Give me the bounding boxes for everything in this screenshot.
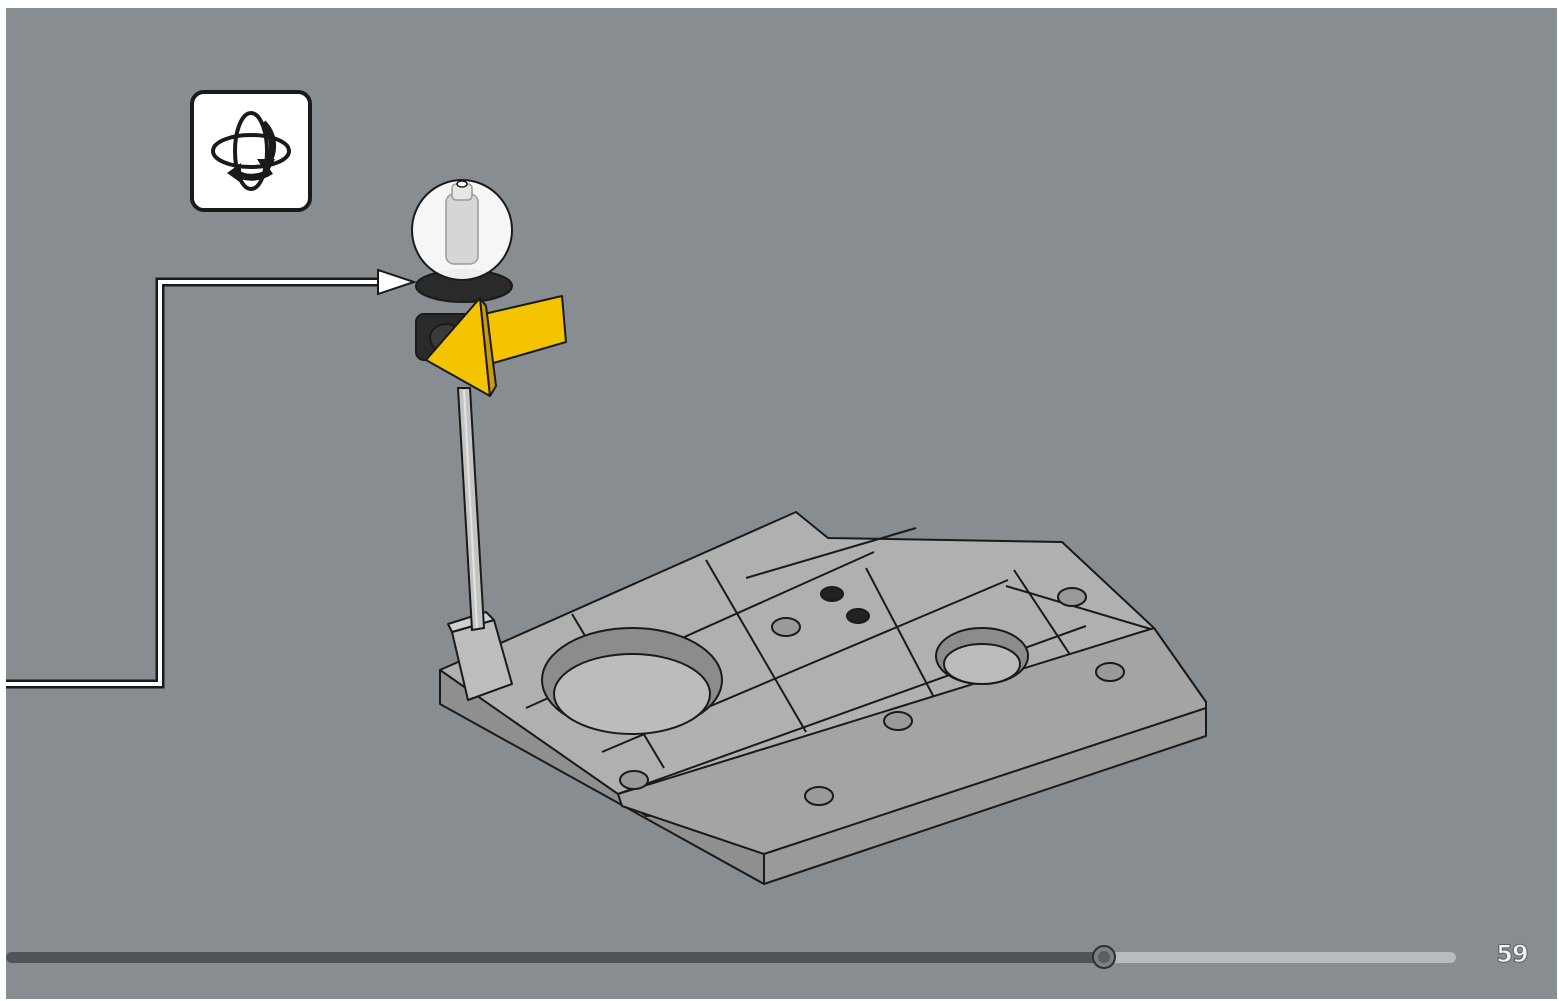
build-scene	[6, 8, 1557, 999]
progress-fill	[6, 952, 1104, 963]
rotate-arrows-icon	[211, 111, 291, 191]
callout-line	[6, 268, 418, 689]
progress-slider-handle[interactable]	[1091, 945, 1116, 969]
progress-slider[interactable]	[6, 945, 1456, 969]
yellow-arrow-sign	[425, 295, 567, 397]
rotate-model-icon	[190, 90, 312, 212]
base-plate	[439, 511, 1207, 885]
globe-bulb	[411, 179, 513, 281]
callout-arrowhead-icon	[377, 268, 418, 296]
light-pole	[456, 387, 486, 632]
instruction-viewer: 59	[6, 8, 1557, 999]
page-number: 59	[1496, 940, 1529, 969]
